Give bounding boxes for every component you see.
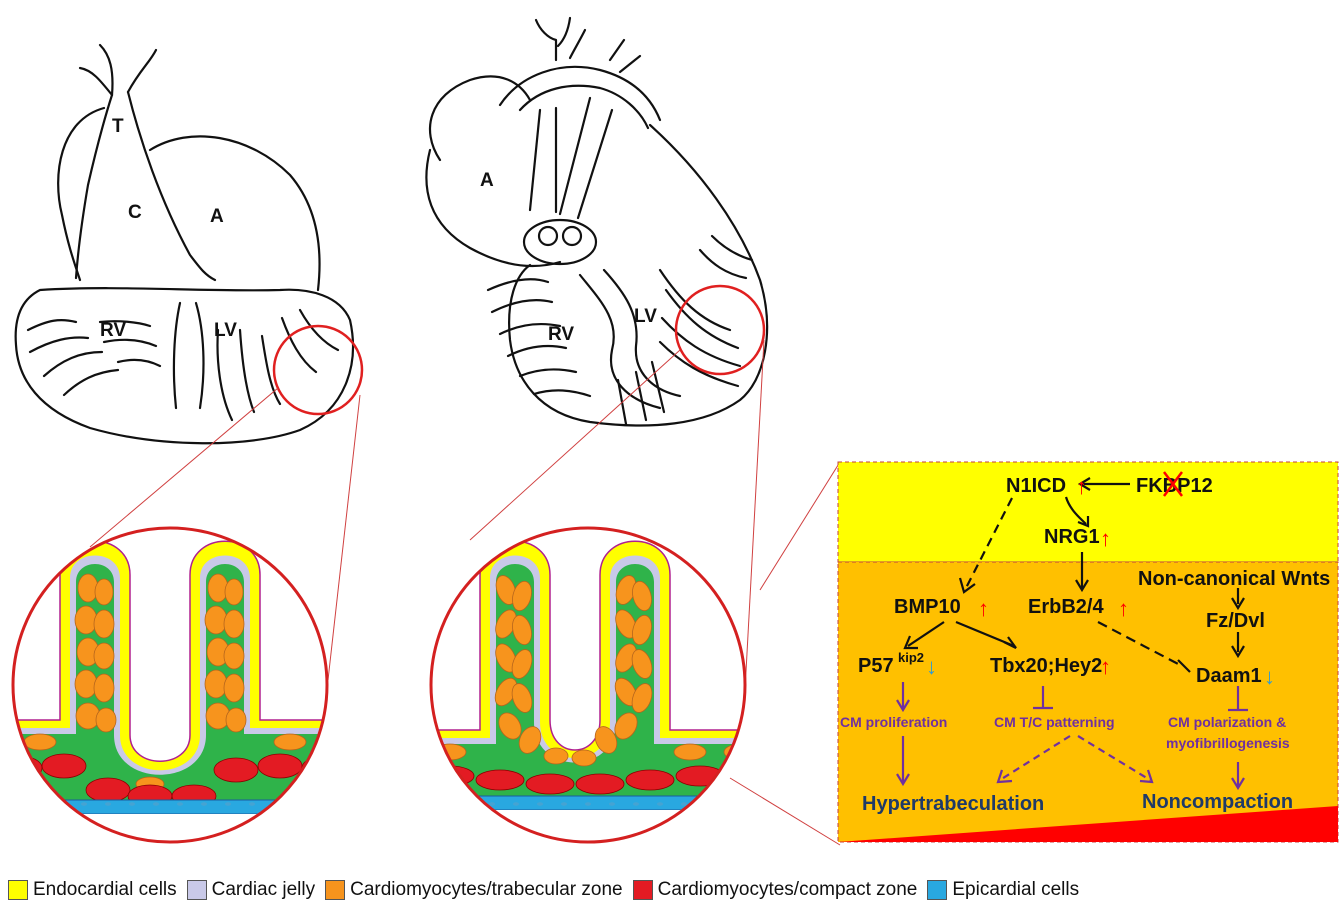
legend-swatch-epicardial bbox=[927, 880, 947, 900]
legend-label-compact: Cardiomyocytes/compact zone bbox=[658, 879, 918, 901]
gene-bmp10: BMP10 bbox=[894, 596, 961, 618]
label-C: C bbox=[128, 202, 142, 223]
tissue-zoom-left bbox=[0, 520, 360, 874]
effect-myofibrillogenesis: myofibrillogenesis bbox=[1166, 735, 1290, 751]
effect-cm-proliferation: CM proliferation bbox=[840, 714, 947, 730]
effect-cm-tc-patterning: CM T/C patterning bbox=[994, 714, 1115, 730]
up-arrow-nrg1: ↑ bbox=[1100, 526, 1111, 551]
mature-heart-outline bbox=[426, 18, 767, 426]
zoom-circle-right bbox=[676, 286, 764, 374]
gene-wnts: Non-canonical Wnts bbox=[1138, 568, 1330, 590]
legend-swatch-trabecular bbox=[325, 880, 345, 900]
up-arrow-tbx20: ↑ bbox=[1100, 654, 1111, 679]
outcome-noncompaction: Noncompaction bbox=[1142, 791, 1293, 813]
effect-cm-polarization: CM polarization & bbox=[1168, 714, 1286, 730]
tissue-zoom-right bbox=[420, 520, 780, 870]
up-arrow-n1icd: ↑ bbox=[1076, 474, 1087, 499]
label-RV-2: RV bbox=[548, 324, 574, 345]
label-A-2: A bbox=[480, 170, 494, 191]
embryonic-heart-outline bbox=[16, 45, 353, 443]
label-A: A bbox=[210, 206, 224, 227]
gene-p57-superscript: kip2 bbox=[898, 650, 924, 665]
legend-item-epicardial: Epicardial cells bbox=[927, 879, 1079, 901]
gene-erbb: ErbB2/4 bbox=[1028, 596, 1104, 618]
legend-label-epicardial: Epicardial cells bbox=[952, 879, 1079, 901]
outcome-hypertrabeculation: Hypertrabeculation bbox=[862, 793, 1044, 815]
zoom-circle-left bbox=[274, 326, 362, 414]
legend-item-endocardial: Endocardial cells bbox=[8, 879, 177, 901]
gene-nrg1: NRG1 bbox=[1044, 526, 1100, 548]
gene-tbx20-hey2: Tbx20;Hey2 bbox=[990, 655, 1102, 677]
label-LV-2: LV bbox=[634, 306, 657, 327]
down-arrow-p57: ↓ bbox=[926, 654, 937, 679]
gene-n1icd: N1ICD bbox=[1006, 475, 1066, 497]
legend: Endocardial cells Cardiac jelly Cardiomy… bbox=[8, 876, 1338, 904]
legend-label-trabecular: Cardiomyocytes/trabecular zone bbox=[350, 879, 622, 901]
gene-daam1: Daam1 bbox=[1196, 665, 1262, 687]
down-arrow-daam1: ↓ bbox=[1264, 664, 1275, 689]
legend-swatch-compact bbox=[633, 880, 653, 900]
legend-swatch-cardiac-jelly bbox=[187, 880, 207, 900]
label-RV: RV bbox=[100, 320, 126, 341]
gene-p57: P57 bbox=[858, 655, 894, 677]
label-LV: LV bbox=[214, 320, 237, 341]
legend-item-cardiac-jelly: Cardiac jelly bbox=[187, 879, 315, 901]
legend-swatch-endocardial bbox=[8, 880, 28, 900]
embryonic-heart-labels: T C A RV LV bbox=[100, 116, 237, 341]
legend-item-trabecular: Cardiomyocytes/trabecular zone bbox=[325, 879, 622, 901]
legend-item-compact: Cardiomyocytes/compact zone bbox=[633, 879, 918, 901]
gene-fzdvl: Fz/Dvl bbox=[1206, 610, 1265, 632]
mature-heart-labels: A RV LV bbox=[480, 170, 657, 345]
legend-label-endocardial: Endocardial cells bbox=[33, 879, 177, 901]
up-arrow-bmp10: ↑ bbox=[978, 596, 989, 621]
up-arrow-erbb: ↑ bbox=[1118, 596, 1129, 621]
label-T: T bbox=[112, 116, 124, 137]
legend-label-cardiac-jelly: Cardiac jelly bbox=[212, 879, 315, 901]
